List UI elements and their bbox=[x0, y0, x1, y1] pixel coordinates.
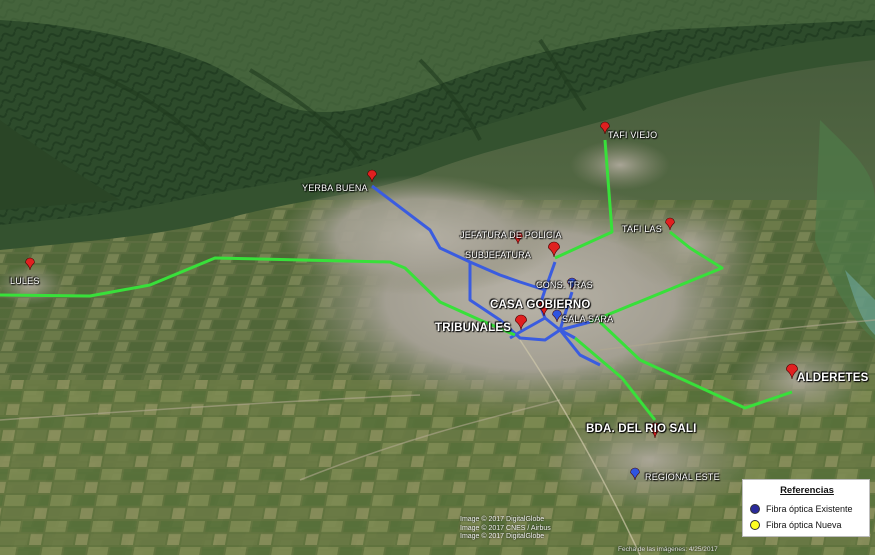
map-marker-icon[interactable] bbox=[649, 422, 661, 439]
route-existing bbox=[468, 262, 601, 367]
map-marker-icon[interactable] bbox=[600, 121, 610, 135]
place-label: BDA. DEL RIO SALI bbox=[586, 423, 697, 435]
place-label: REGIONAL ESTE bbox=[645, 472, 720, 482]
new-fiber-routes bbox=[0, 139, 793, 421]
map-marker-icon[interactable] bbox=[552, 309, 562, 323]
map-marker-icon[interactable] bbox=[567, 277, 577, 291]
map-marker-icon[interactable] bbox=[513, 231, 523, 245]
map-marker-icon[interactable] bbox=[548, 241, 560, 258]
map-marker-icon[interactable] bbox=[538, 300, 550, 317]
route-new bbox=[0, 256, 516, 337]
place-label: SALA SARA bbox=[562, 314, 614, 324]
legend-label: Fibra óptica Nueva bbox=[766, 520, 842, 530]
route-existing bbox=[509, 316, 546, 340]
place-label: LULES bbox=[10, 276, 40, 286]
place-label: TRIBUNALES bbox=[435, 322, 512, 334]
credit-line: Image © 2017 DigitalGlobe bbox=[460, 533, 545, 540]
map-marker-icon[interactable] bbox=[630, 467, 640, 481]
route-existing bbox=[543, 261, 591, 332]
route-new bbox=[589, 230, 724, 324]
credit-line: Image © 2017 DigitalGlobe bbox=[460, 516, 545, 523]
route-new bbox=[574, 336, 657, 421]
place-label: ALDERETES bbox=[797, 372, 869, 384]
map-marker-icon[interactable] bbox=[665, 217, 675, 231]
imagery-credits: Image © 2017 DigitalGlobe Image © 2017 C… bbox=[460, 516, 610, 542]
map-marker-icon[interactable] bbox=[25, 257, 35, 271]
route-new bbox=[598, 320, 793, 410]
credit-line: Image © 2017 CNES / Airbus bbox=[460, 524, 551, 532]
map-marker-icon[interactable] bbox=[786, 363, 798, 380]
place-label: CONS. TRAS bbox=[536, 280, 593, 290]
yellow-dot-icon bbox=[750, 520, 760, 530]
map-marker-icon[interactable] bbox=[515, 314, 527, 331]
place-label: YERBA BUENA bbox=[302, 183, 368, 193]
place-label: SUBJEFATURA bbox=[465, 250, 532, 260]
existing-fiber-routes bbox=[371, 184, 601, 367]
place-label: JEFATURA DE POLICIA bbox=[460, 230, 562, 240]
place-label: CASA GOBIERNO bbox=[490, 299, 591, 311]
route-new bbox=[554, 139, 614, 260]
legend-label: Fibra óptica Existente bbox=[766, 504, 853, 514]
legend-title: Referencias bbox=[780, 485, 834, 496]
place-label: TAFI LAS bbox=[622, 224, 662, 234]
legend-item-existing: Fibra óptica Existente bbox=[750, 504, 853, 514]
route-existing bbox=[371, 184, 576, 340]
legend-item-new: Fibra óptica Nueva bbox=[750, 520, 842, 530]
map-legend: Referencias Fibra óptica Existente Fibra… bbox=[742, 479, 870, 537]
imagery-date: Fecha de las imágenes: 4/25/2017 bbox=[618, 546, 718, 553]
blue-dot-icon bbox=[750, 504, 760, 514]
map-marker-icon[interactable] bbox=[367, 169, 377, 183]
place-label: TAFI VIEJO bbox=[608, 130, 658, 140]
